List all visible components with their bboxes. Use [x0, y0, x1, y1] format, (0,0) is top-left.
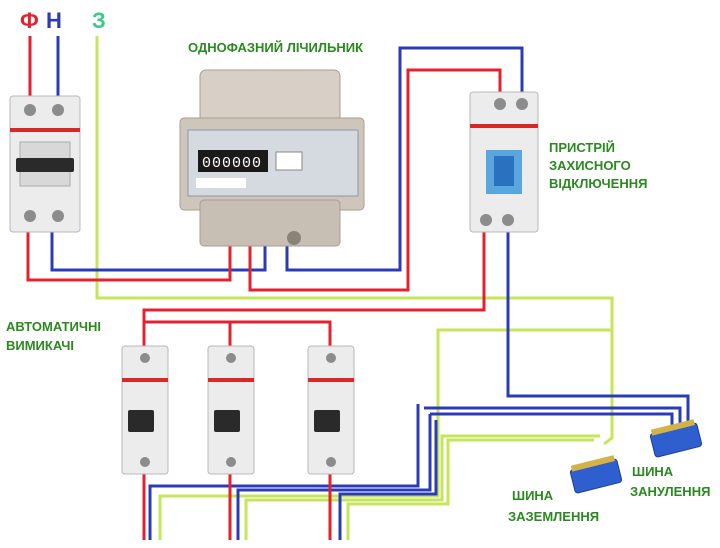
earth-main-wire [95, 36, 614, 446]
neutral-breaker-to-meter [50, 228, 267, 272]
phase-branch-2 [144, 320, 232, 348]
phase-label: Ф [20, 8, 39, 33]
neutral-bus-label-line-1: ШИНА [632, 464, 674, 479]
energy-meter: 000000 [179, 69, 365, 247]
neutral-bus [649, 419, 703, 458]
neutral-bus-lead-1 [148, 404, 420, 540]
meter-label: ОДНОФАЗНИЙ ЛІЧИЛЬНИК [188, 40, 363, 55]
neutral-meter-to-rcd [285, 46, 524, 272]
rcd-label-line-3: ВІДКЛЮЧЕННЯ [549, 176, 647, 191]
rcd-label-line-2: ЗАХИСНОГО [549, 158, 631, 173]
phase-meter-to-rcd [248, 68, 502, 292]
neutral-bus-label-line-2: ЗАНУЛЕННЯ [630, 484, 710, 499]
neutral-bus-lead-4 [236, 414, 432, 540]
neutral-bus-lead-3 [430, 412, 674, 436]
rcd-label-line-1: ПРИСТРІЙ [549, 140, 615, 155]
earth-bus-lead-3 [346, 438, 594, 540]
breaker-2[interactable] [207, 345, 255, 475]
rcd-device[interactable] [469, 91, 539, 233]
earth-bus-lead-1 [158, 328, 612, 540]
phase-wires [26, 36, 502, 540]
phase-breaker-to-meter [26, 228, 232, 282]
neutral-bus-lead-2 [424, 406, 682, 434]
meter-display: 000000 [202, 155, 262, 172]
breakers-label-line-1: АВТОМАТИЧНІ [6, 319, 101, 334]
earth-bus [569, 455, 623, 494]
phase-branch-3 [230, 320, 332, 348]
earth-bus-lead-2 [244, 434, 600, 540]
earth-bus-label-line-2: ЗАЗЕМЛЕННЯ [508, 509, 599, 524]
earth-bus-label-line-1: ШИНА [512, 488, 554, 503]
neutral-rcd-to-bus [506, 228, 690, 432]
phase-rcd-to-breakers [142, 228, 486, 348]
neutral-bus-lead-5 [338, 420, 438, 540]
breaker-1[interactable] [121, 345, 169, 475]
earth-wires [95, 36, 614, 540]
neutral-label: Н [46, 8, 62, 33]
earth-label: З [92, 8, 106, 33]
breakers-label-line-2: ВИМИКАЧІ [6, 338, 74, 353]
breaker-3[interactable] [307, 345, 355, 475]
main-breaker[interactable] [9, 95, 81, 233]
